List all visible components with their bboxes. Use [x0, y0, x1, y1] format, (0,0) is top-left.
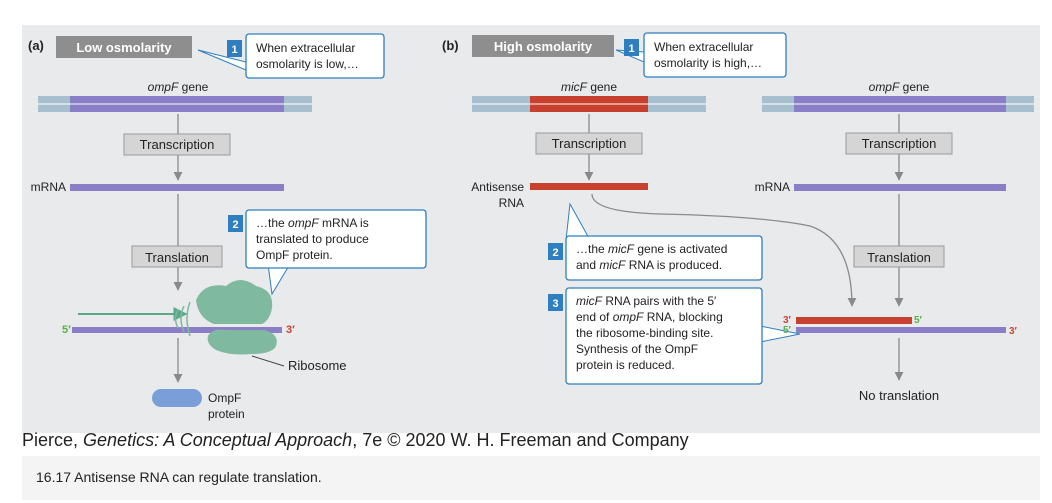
paired-bottom-five-prime: 5′ [783, 325, 792, 336]
panel-b-callout-1-number: 1 [628, 43, 634, 55]
panel-a-callout-1: 1 When extracellular osmolarity is low,… [197, 33, 385, 79]
panel-a-five-prime: 5′ [62, 324, 71, 336]
panel-a-mrna-label: mRNA [31, 180, 66, 194]
panel-a-callout-1-line2: osmolarity is low,… [256, 57, 359, 71]
ribosome-label: Ribosome [288, 358, 347, 373]
panel-b-callout-3-line2: end of ompF RNA, blocking [576, 310, 723, 324]
antisense-pairing-arrow [591, 193, 857, 307]
panel-b-callout-1-line2: osmolarity is high,… [654, 56, 762, 70]
panel-a-callout-1-number: 1 [231, 44, 237, 56]
panel-b-title: High osmolarity [494, 39, 593, 54]
panel-a-title-box [56, 36, 192, 58]
no-translation-label: No translation [859, 388, 939, 403]
panel-a-ompf-gene [38, 96, 312, 112]
ompf-protein-label-line2: protein [208, 407, 245, 421]
figure-credit: Pierce, Genetics: A Conceptual Approach,… [22, 430, 689, 450]
panel-b-callout-3-line1: micF RNA pairs with the 5′ [576, 294, 717, 308]
antisense-label-line1: Antisense [471, 180, 524, 194]
panel-a-translation-label: Translation [145, 250, 209, 265]
panel-b-ompf-gene-label: ompF gene [869, 80, 930, 94]
panel-a-callout-1-line1: When extracellular [256, 41, 355, 55]
figure-caption: 16.17 Antisense RNA can regulate transla… [36, 469, 322, 485]
panel-b-callout-2-number: 2 [552, 247, 558, 259]
paired-ompf-mrna-strand [796, 327, 1006, 333]
panel-b-mrna-strand [794, 184, 1006, 191]
panel-b-title-box [472, 35, 614, 57]
panel-b-callout-3-line3: the ribosome-binding site. [576, 326, 713, 340]
panel-b-transcription-right-label: Transcription [862, 136, 937, 151]
panel-b-callout-1-line1: When extracellular [654, 40, 753, 54]
paired-bottom-three-prime: 3′ [1009, 326, 1018, 337]
panel-a-transcription-label: Transcription [140, 137, 215, 152]
figure-background [22, 25, 1040, 433]
caption-bar: 16.17 Antisense RNA can regulate transla… [22, 456, 1040, 500]
panel-a-gene-label: ompF gene [148, 80, 209, 94]
panel-a-callout-2-line1: …the ompF mRNA is [256, 216, 369, 230]
panel-b-callout-3-number: 3 [552, 298, 558, 310]
panel-b-callout-2-line2: and micF RNA is produced. [576, 258, 722, 272]
panel-b-transcription-left-label: Transcription [552, 136, 627, 151]
panel-a-three-prime: 3′ [286, 324, 295, 336]
panel-b-mrna-label: mRNA [755, 180, 790, 194]
panel-a-callout-2: 2 …the ompF mRNA is translated to produc… [228, 209, 427, 296]
ompf-protein-label-line1: OmpF [208, 391, 241, 405]
panel-b-callout-1: 1 When extracellular osmolarity is high,… [615, 32, 787, 78]
panel-a-translated-mrna [72, 327, 282, 333]
paired-antisense-strand [796, 317, 912, 324]
panel-a-callout-2-line3: OmpF protein. [256, 248, 333, 262]
panel-a-title: Low osmolarity [76, 40, 172, 55]
paired-top-five-prime: 5′ [914, 315, 923, 326]
ompf-protein-shape [152, 389, 202, 407]
panel-b-callout-3-line4: Synthesis of the OmpF [576, 342, 698, 356]
ribosome-shape [174, 280, 277, 355]
paired-top-three-prime: 3′ [783, 315, 792, 326]
panel-b-callout-2: 2 …the micF gene is activated and micF R… [548, 202, 763, 281]
panel-a-callout-2-line2: translated to produce [256, 232, 369, 246]
panel-b-callout-2-line1: …the micF gene is activated [576, 242, 727, 256]
micf-gene [472, 96, 706, 112]
panel-b-translation-label: Translation [867, 250, 931, 265]
panel-a-mrna-strand [70, 184, 284, 191]
diagram-canvas: (a) Low osmolarity 1 When extracellular … [28, 32, 1034, 421]
panel-b-letter: (b) [442, 38, 459, 53]
panel-b-ompf-gene [762, 96, 1034, 112]
antisense-rna-strand [530, 183, 648, 190]
antisense-label-line2: RNA [499, 196, 524, 210]
panel-b-callout-3: 3 micF RNA pairs with the 5′ end of ompF… [548, 287, 801, 385]
micf-gene-label: micF gene [561, 80, 617, 94]
panel-a-letter: (a) [28, 38, 44, 53]
panel-a-callout-2-number: 2 [232, 219, 238, 231]
panel-b-callout-3-line5: protein is reduced. [576, 358, 675, 372]
